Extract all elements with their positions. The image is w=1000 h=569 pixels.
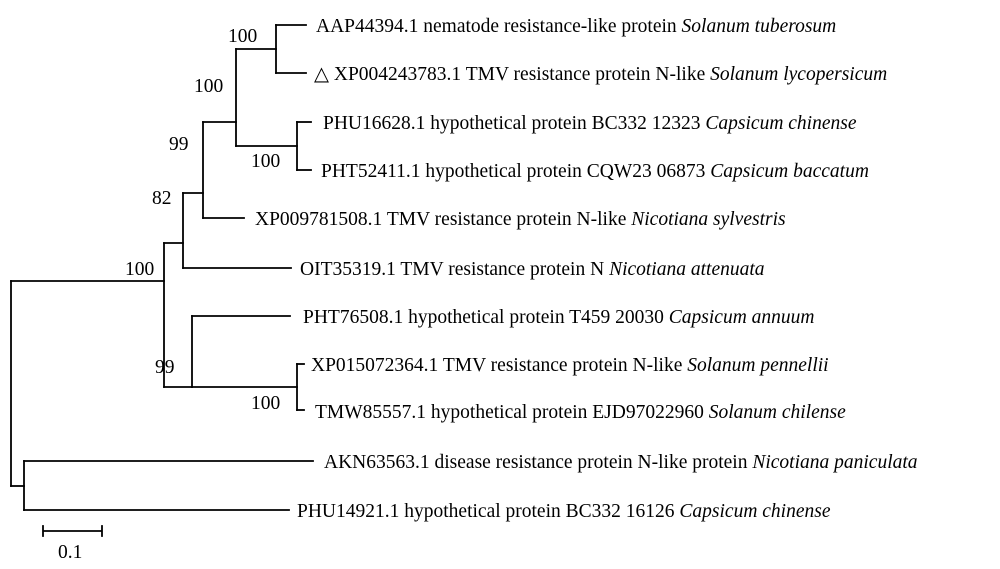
scale-bar: 0.1 xyxy=(42,525,103,563)
taxon-label: PHU14921.1 hypothetical protein BC332 16… xyxy=(297,501,831,522)
bootstrap-value: 100 xyxy=(251,151,280,172)
taxon-labels: AAP44394.1 nematode resistance-like prot… xyxy=(255,16,918,522)
taxon-label: XP009781508.1 TMV resistance protein N-l… xyxy=(255,209,786,230)
scale-bar-line xyxy=(42,525,103,537)
bootstrap-value: 100 xyxy=(125,259,154,280)
triangle-marker-icon: △ xyxy=(314,64,329,85)
bootstrap-value: 82 xyxy=(152,188,172,209)
tree-branches xyxy=(10,24,314,511)
taxon-label: AAP44394.1 nematode resistance-like prot… xyxy=(316,16,836,37)
taxon-label: △ XP004243783.1 TMV resistance protein N… xyxy=(314,64,887,85)
bootstrap-value: 100 xyxy=(194,76,223,97)
taxon-label: TMW85557.1 hypothetical protein EJD97022… xyxy=(315,402,846,423)
bootstrap-value: 99 xyxy=(169,134,189,155)
taxon-label: OIT35319.1 TMV resistance protein N Nico… xyxy=(300,259,765,280)
bootstrap-value: 100 xyxy=(251,393,280,414)
taxon-label: PHT76508.1 hypothetical protein T459 200… xyxy=(303,307,815,328)
bootstrap-value: 100 xyxy=(228,26,257,47)
bootstrap-values: 100 100 100 99 82 100 99 100 xyxy=(125,26,280,414)
taxon-label: XP015072364.1 TMV resistance protein N-l… xyxy=(311,355,829,376)
bootstrap-value: 99 xyxy=(155,357,175,378)
scale-bar-label: 0.1 xyxy=(58,542,82,563)
taxon-label: PHU16628.1 hypothetical protein BC332 12… xyxy=(323,113,857,134)
taxon-label: AKN63563.1 disease resistance protein N-… xyxy=(324,452,918,473)
taxon-label: PHT52411.1 hypothetical protein CQW23 06… xyxy=(321,161,869,182)
